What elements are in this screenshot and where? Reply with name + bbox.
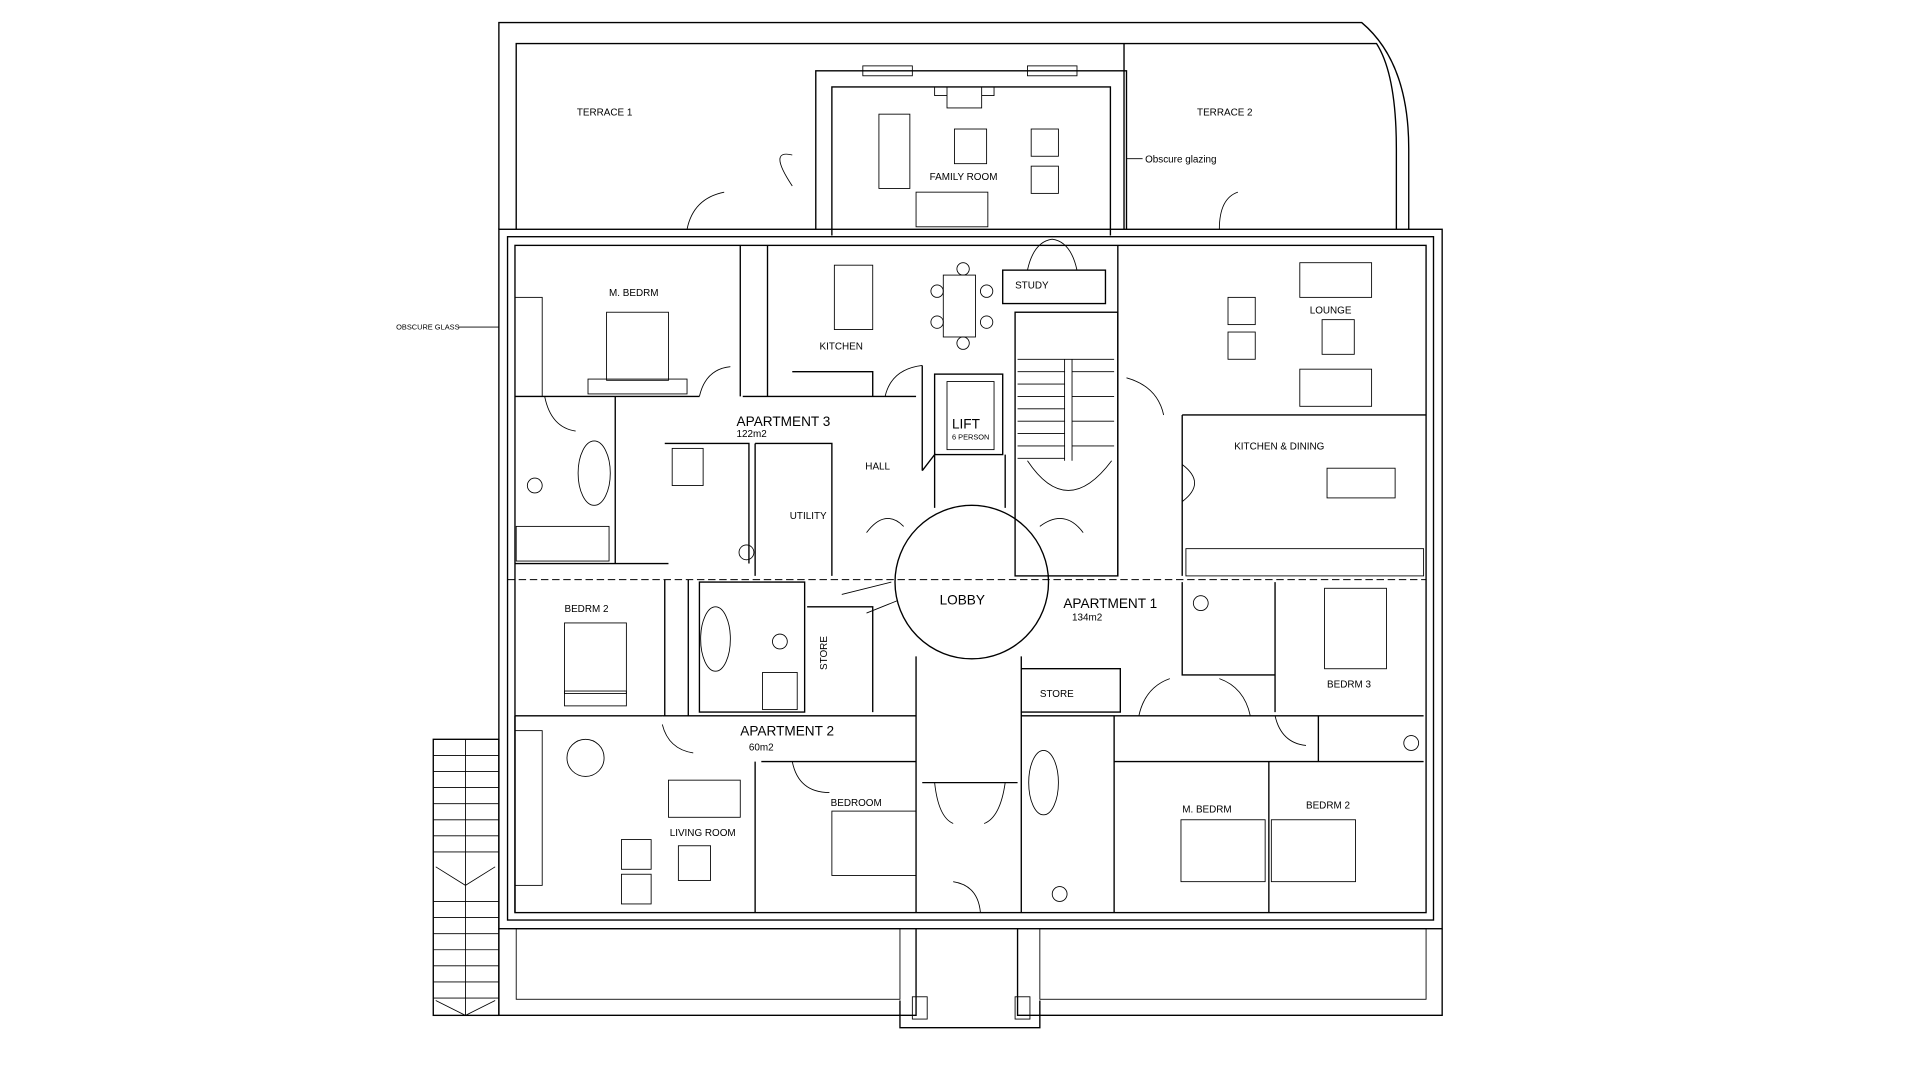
apartment-1-store-label: STORE: [1040, 689, 1074, 700]
family-room-label: FAMILY ROOM: [930, 172, 998, 183]
apartment-1-title: APARTMENT 1: [1063, 596, 1157, 611]
family-room-walls: [815, 65, 1128, 236]
lobby-label: LOBBY: [940, 592, 985, 607]
apartment-1-area: 134m2: [1072, 612, 1102, 623]
obscure-glass-note: OBSCURE GLASS: [396, 323, 459, 332]
apartment-3-area: 122m2: [737, 429, 767, 440]
lift-shaft: [933, 373, 1004, 456]
utility-label: UTILITY: [790, 511, 827, 522]
apartment-2-bedroom-2-label: BEDRM 2: [564, 604, 608, 615]
apartment-2-area: 60m2: [749, 742, 774, 753]
apartment-1-bedroom-2-label: BEDRM 2: [1306, 801, 1350, 812]
lift-label: LIFT: [952, 417, 980, 432]
lobby-circle: [894, 504, 1050, 660]
obscure-glazing-note: Obscure glazing: [1145, 154, 1216, 165]
balconies: [498, 928, 1443, 1029]
apartment-2-walls: [514, 579, 917, 913]
external-stair: [432, 738, 500, 1017]
lift-capacity-label: 6 PERSON: [952, 433, 989, 442]
kitchen-dining-label: KITCHEN & DINING: [1234, 442, 1324, 453]
master-bedroom-3-label: M. BEDRM: [609, 288, 658, 299]
building-shell: [498, 228, 1443, 930]
apartment-2-bedroom-label: BEDROOM: [831, 798, 882, 809]
bedroom-3-label: BEDRM 3: [1327, 679, 1371, 690]
labels: TERRACE 1 TERRACE 2 Obscure glazing OBSC…: [396, 107, 1371, 838]
kitchen-label: KITCHEN: [819, 341, 862, 352]
core: [841, 311, 1119, 913]
study-label: STUDY: [1015, 281, 1049, 292]
terrace-1-label: TERRACE 1: [577, 107, 633, 118]
terrace-2-label: TERRACE 2: [1197, 107, 1253, 118]
apartment-2-title: APARTMENT 2: [740, 724, 834, 739]
lounge-label: LOUNGE: [1310, 305, 1352, 316]
living-room-label: LIVING ROOM: [670, 828, 736, 839]
apartment-1-walls: [1021, 191, 1427, 913]
hall-label: HALL: [865, 461, 890, 472]
apartment-3-title: APARTMENT 3: [737, 414, 831, 429]
apartment-1-master-bedroom-label: M. BEDRM: [1182, 804, 1231, 815]
apartment-2-store-label: STORE: [819, 636, 830, 670]
apartment-3-walls: [514, 113, 1107, 576]
terrace-boundary: [498, 21, 1410, 230]
